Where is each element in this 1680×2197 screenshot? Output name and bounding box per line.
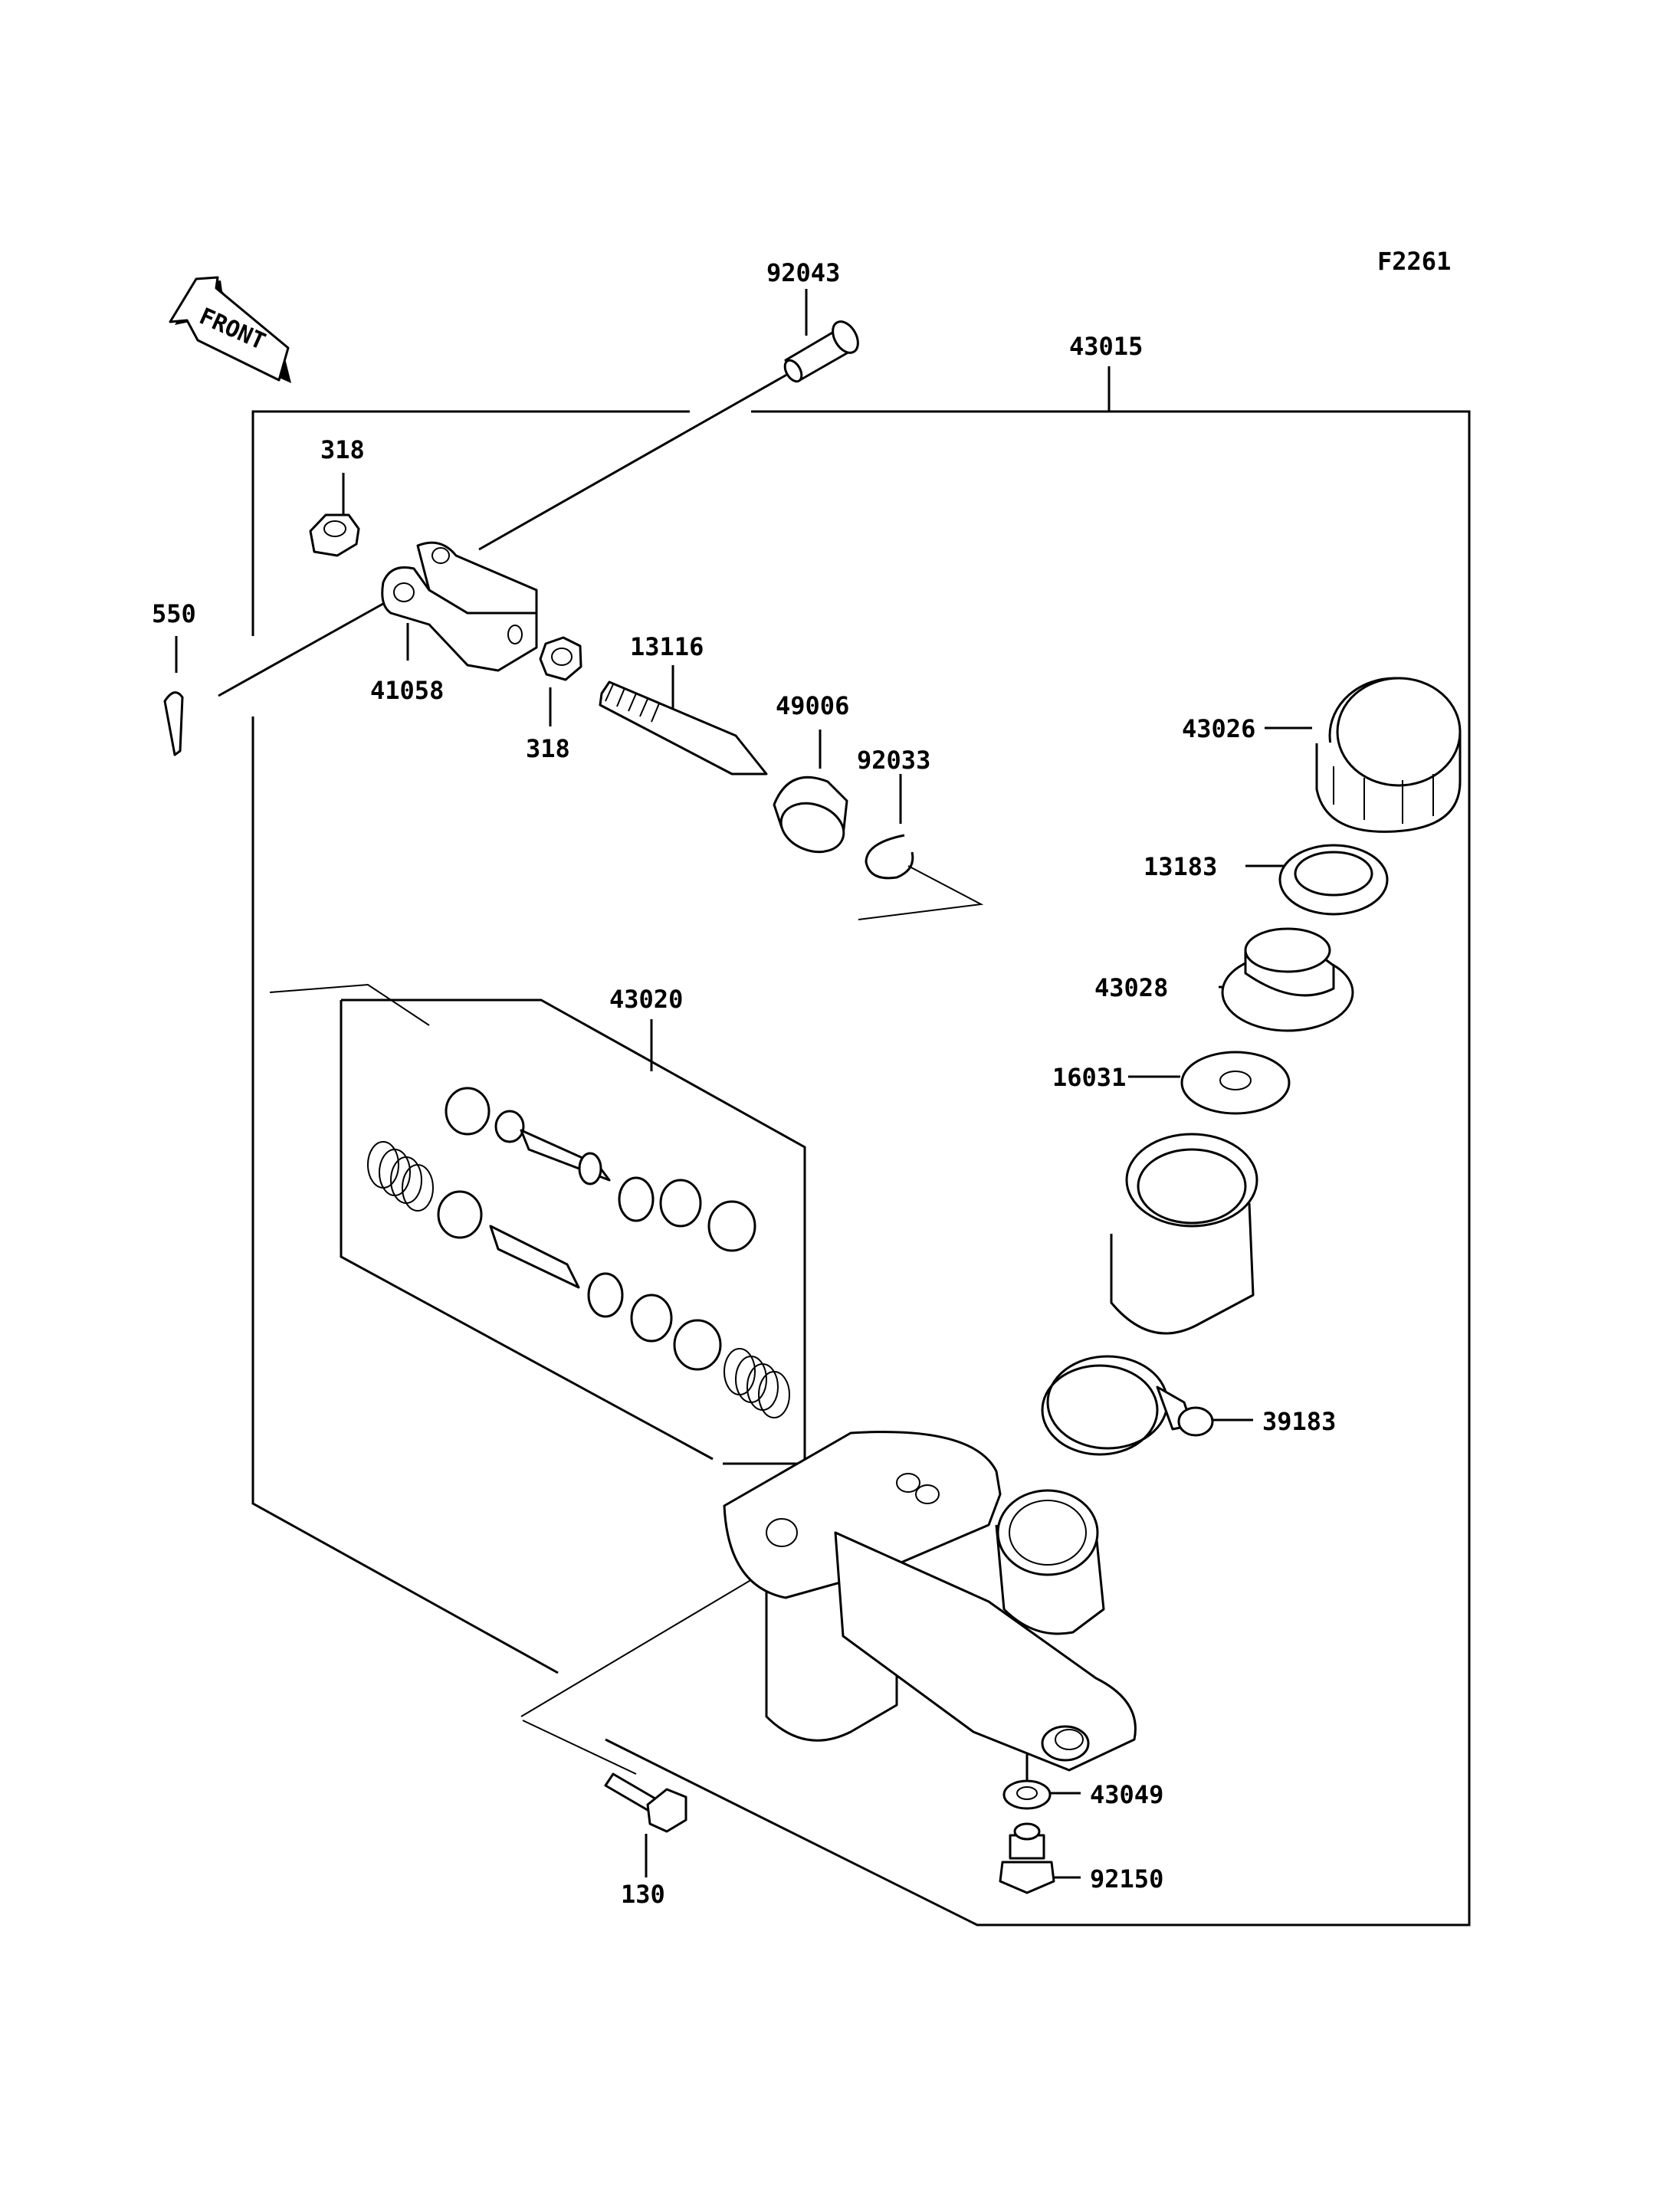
cap-43026 <box>1315 677 1462 833</box>
label-318-top: 318 <box>320 435 365 464</box>
nut-318-top <box>309 513 360 557</box>
figure-code: F2261 <box>1377 247 1451 276</box>
label-43026: 43026 <box>1182 714 1255 743</box>
label-43049: 43049 <box>1090 1780 1163 1809</box>
nut-318-bottom <box>539 636 582 681</box>
part-labels: 92043 43015 318 550 41058 318 13116 4900… <box>152 258 1336 1909</box>
label-16031: 16031 <box>1052 1063 1126 1092</box>
clevis-41058 <box>381 541 538 672</box>
kit-43020-outline <box>269 983 806 1465</box>
reservoir <box>1110 1133 1258 1335</box>
plate-13183 <box>1278 844 1389 916</box>
label-130: 130 <box>621 1880 665 1909</box>
label-550: 550 <box>152 599 196 628</box>
front-arrow-icon: FRONT <box>169 276 291 383</box>
circlip-92033 <box>865 834 914 880</box>
label-92033: 92033 <box>857 746 930 775</box>
label-41058: 41058 <box>370 676 444 705</box>
diaphragm-43028 <box>1221 927 1354 1032</box>
float-16031 <box>1180 1051 1291 1115</box>
label-43015: 43015 <box>1069 332 1143 361</box>
kit-43015-outline <box>251 366 1471 1926</box>
label-13116: 13116 <box>630 632 704 661</box>
clamp-39183 <box>1041 1355 1214 1456</box>
label-318-bottom: 318 <box>526 734 570 763</box>
boot-49006 <box>773 776 848 854</box>
pin-92043 <box>783 320 859 383</box>
spring-upper <box>367 1141 434 1212</box>
push-rod-13116 <box>599 680 768 776</box>
label-43028: 43028 <box>1094 973 1168 1002</box>
label-13183: 13183 <box>1144 852 1217 881</box>
label-39183: 39183 <box>1262 1407 1336 1436</box>
washer-43049 <box>1002 1779 1052 1810</box>
bolt-130 <box>604 1772 687 1833</box>
master-cylinder-body <box>723 1431 1137 1772</box>
label-49006: 49006 <box>776 691 849 720</box>
leader-lines <box>175 289 1312 1879</box>
bleeder-screw-92150 <box>999 1822 1055 1894</box>
label-92043: 92043 <box>766 258 840 287</box>
kit-43020-parts <box>367 1087 790 1418</box>
label-43020: 43020 <box>609 985 683 1014</box>
spring-lower <box>724 1348 790 1418</box>
cotter-pin-550 <box>163 691 184 756</box>
label-92150: 92150 <box>1090 1864 1163 1894</box>
